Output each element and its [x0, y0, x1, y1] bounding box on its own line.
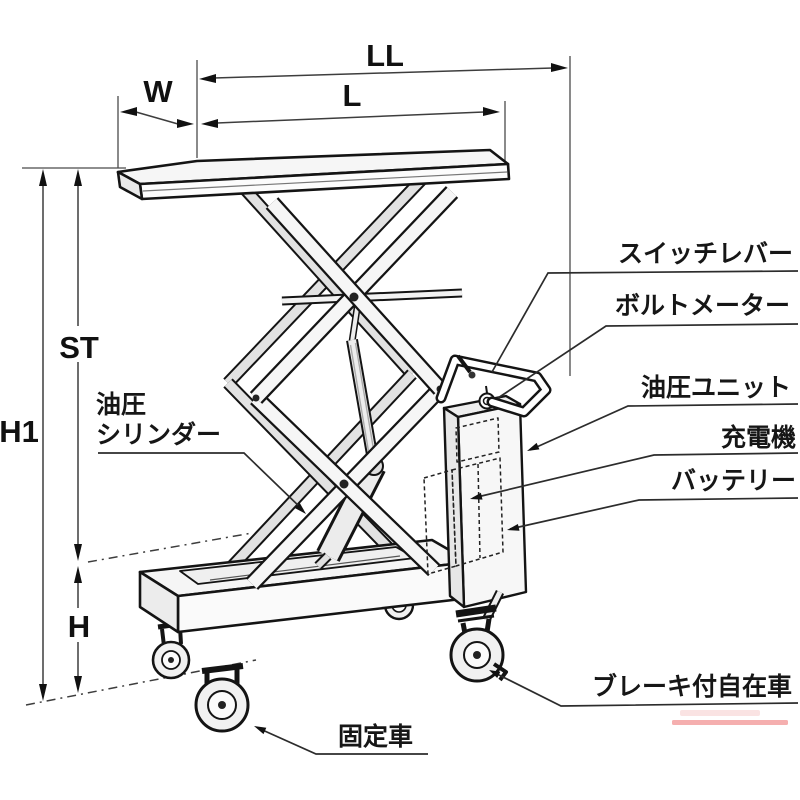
dimension-line-ll: [213, 67, 554, 79]
label-hydraulic-unit: 油圧ユニット: [641, 374, 791, 402]
dimension-line-l: [216, 111, 485, 124]
dimension-label-h1: H1: [0, 414, 39, 449]
label-hydraulic-cylinder-line2: シリンダー: [96, 420, 221, 449]
label-backplate: [63, 608, 95, 642]
watermark-underline: [672, 720, 788, 725]
scissor-rear-arms: [219, 172, 429, 580]
platform: [116, 148, 511, 201]
callout-charger: 充電機: [470, 423, 799, 500]
scissor-mechanism: [245, 186, 459, 590]
dimension-label-w: W: [143, 74, 173, 109]
fixed-caster: [194, 663, 250, 733]
arrowhead: [177, 119, 194, 128]
arrowhead: [201, 119, 218, 128]
lift-table-drawing: [116, 148, 552, 733]
label-charger: 充電機: [721, 423, 796, 452]
arrowhead: [483, 107, 500, 116]
upper-pivot-bolt: [349, 292, 359, 302]
arrowhead: [39, 684, 47, 701]
label-hydraulic-cylinder-line1: 油圧: [96, 391, 146, 419]
callout-hydraulic-unit: 油圧ユニット: [527, 374, 799, 451]
arrowhead: [39, 169, 47, 186]
arrowhead: [551, 63, 568, 72]
callout-switch-lever: スイッチレバー: [491, 240, 799, 373]
label-volt-meter: ボルトメーター: [615, 292, 790, 320]
label-swivel-caster-with-brake: ブレーキ付自在車: [592, 672, 792, 701]
part-labels: スイッチレバー ボルトメーター 油圧ユニット 充電機 バッテリー 油圧 シリンダ…: [96, 240, 799, 755]
swivel-caster-with-brake: [449, 604, 508, 683]
arrowhead: [199, 74, 216, 83]
label-switch-lever: スイッチレバー: [618, 240, 793, 268]
arrowhead: [74, 566, 82, 583]
watermark-remnant: [672, 710, 788, 725]
callout-hydraulic-cylinder: 油圧 シリンダー: [96, 391, 306, 514]
switch-lever: [456, 354, 476, 379]
callout-fixed-caster: 固定車: [254, 722, 428, 755]
arrowhead: [120, 107, 137, 116]
lowered-height-reference-line: [87, 532, 253, 563]
dimension-label-l: L: [343, 78, 362, 113]
label-backplate: [56, 326, 102, 362]
dimension-label-ll: LL: [366, 38, 404, 73]
label-fixed-caster: 固定車: [338, 722, 413, 751]
dimension-label-h: H: [68, 609, 90, 644]
scissor-pivot-bar: [281, 288, 463, 306]
callout-volt-meter: ボルトメーター: [497, 292, 799, 399]
dimension-label-st: ST: [59, 330, 99, 365]
watermark-text-smudge: [680, 710, 760, 716]
handle: [435, 354, 552, 418]
lower-pivot-bolt: [339, 479, 349, 489]
charger-hidden-outline: [455, 417, 500, 463]
callout-battery: バッテリー: [507, 467, 799, 531]
arrowhead: [74, 676, 82, 693]
label-battery: バッテリー: [671, 467, 796, 495]
cylinder-rod-hatching: [349, 342, 377, 464]
arrowhead: [74, 544, 82, 561]
dimension-line-w: [135, 111, 179, 125]
callout-swivel-caster-with-brake: ブレーキ付自在車: [489, 670, 799, 707]
pivot-bolt: [252, 394, 260, 402]
arrowhead: [74, 169, 82, 186]
